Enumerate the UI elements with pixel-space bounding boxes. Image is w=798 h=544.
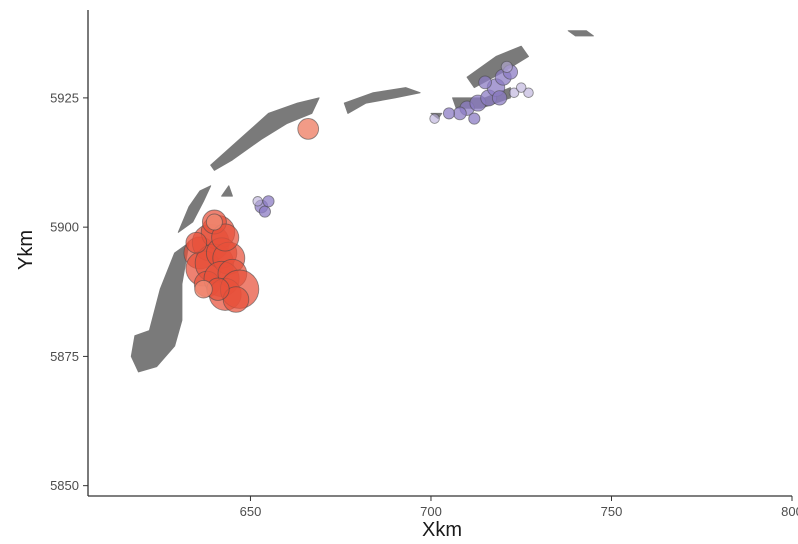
- data-point-salmon-1: [205, 213, 223, 231]
- data-point-purple-10: [453, 106, 467, 121]
- ticks-layer: 650 700 750 800 5850 5875 5900 5925: [50, 90, 798, 519]
- x-tick-label-2: 750: [601, 504, 623, 519]
- data-point-lavender-4: [500, 60, 513, 73]
- data-point-lavender-0: [429, 113, 440, 124]
- data-point-salmon-0: [297, 118, 320, 140]
- data-point-purple-13: [491, 90, 508, 106]
- data-point-salmon-2: [194, 279, 213, 299]
- y-axis-title: Ykm: [15, 230, 37, 270]
- data-point-lavender-5: [252, 196, 263, 207]
- y-tick-label-3: 5925: [50, 90, 79, 105]
- data-point-purple-2: [262, 195, 275, 208]
- land-polygon-0: [130, 242, 190, 373]
- land-polygon-3: [210, 97, 320, 171]
- points-layer: [183, 60, 534, 313]
- land-polygon-1: [177, 185, 212, 233]
- x-axis-title: Xkm: [422, 519, 462, 541]
- data-point-lavender-3: [515, 82, 527, 93]
- x-tick-label-3: 800: [781, 504, 798, 519]
- data-point-purple-12: [468, 112, 481, 125]
- land-polygon-2: [221, 185, 233, 197]
- data-point-lavender-1: [508, 87, 520, 98]
- data-point-red-16: [211, 223, 240, 252]
- land-polygon-4: [343, 87, 421, 114]
- x-tick-label-1: 700: [420, 504, 442, 519]
- y-tick-label-2: 5900: [50, 220, 79, 235]
- y-tick-label-1: 5875: [50, 349, 79, 364]
- data-point-purple-1: [258, 205, 271, 218]
- x-tick-label-0: 650: [240, 504, 262, 519]
- data-point-lavender-2: [523, 87, 534, 98]
- land-polygon-7: [567, 30, 594, 37]
- data-point-purple-11: [442, 107, 456, 120]
- land-layer: [130, 30, 594, 373]
- axes-layer: [87, 10, 792, 497]
- data-point-purple-9: [478, 75, 492, 90]
- y-tick-label-0: 5850: [50, 478, 79, 493]
- data-point-red-15: [185, 231, 208, 254]
